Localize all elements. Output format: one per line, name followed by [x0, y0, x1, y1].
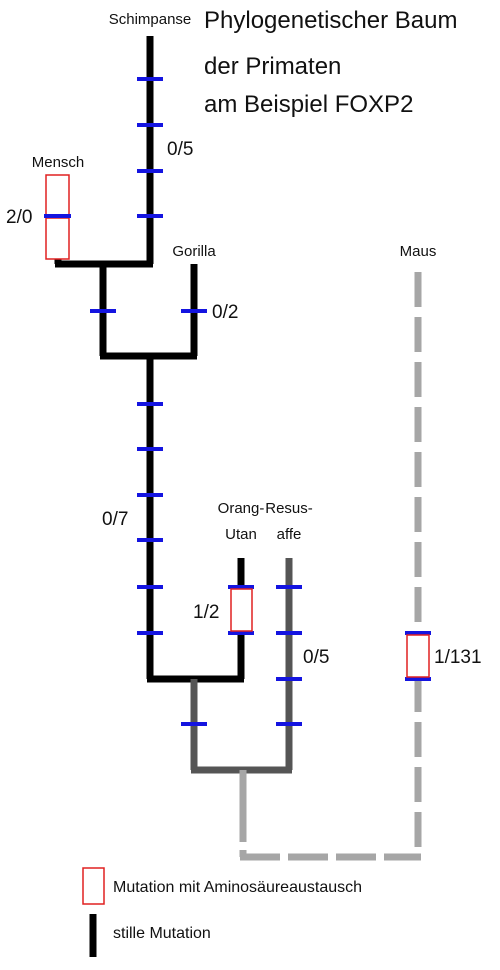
- ape-branches: [54, 36, 245, 683]
- replacement-boxes: [45, 174, 430, 678]
- legend-silent-label: stille Mutation: [113, 925, 211, 942]
- silent-mutation-ticks: [90, 77, 431, 726]
- count-mensch: 2/0: [6, 207, 32, 228]
- label-resusaffe-line-2: affe: [277, 526, 302, 543]
- title-line-2: der Primaten: [204, 53, 341, 80]
- mouse-branches: [239, 272, 422, 861]
- count-gorilla: 0/2: [212, 302, 238, 323]
- replacement-box: [230, 588, 253, 632]
- label-gorilla: Gorilla: [172, 243, 216, 260]
- replacement-box: [45, 174, 70, 217]
- count-orang-utan: 1/2: [193, 602, 219, 623]
- legend-replacement-swatch: [82, 867, 105, 905]
- label-maus: Maus: [400, 243, 437, 260]
- label-schimpanse: Schimpanse: [109, 11, 192, 28]
- label-orang-utan-line-1: Orang-: [218, 500, 265, 517]
- replacement-box: [406, 634, 430, 678]
- replacement-box: [45, 217, 70, 260]
- label-resusaffe-line-1: Resus-: [265, 500, 313, 517]
- label-orang-utan-line-2: Utan: [225, 526, 257, 543]
- title-line-3: am Beispiel FOXP2: [204, 91, 413, 118]
- legend-replacement-label: Mutation mit Aminosäureaustausch: [113, 879, 362, 896]
- legend: Mutation mit Aminosäureaustausch stille …: [82, 867, 362, 957]
- count-stem: 0/7: [102, 509, 128, 530]
- title-line-1: Phylogenetischer Baum: [204, 7, 457, 34]
- label-mensch: Mensch: [32, 154, 85, 171]
- count-schimpanse: 0/5: [167, 139, 193, 160]
- count-resusaffe: 0/5: [303, 647, 329, 668]
- count-maus: 1/131: [434, 647, 482, 668]
